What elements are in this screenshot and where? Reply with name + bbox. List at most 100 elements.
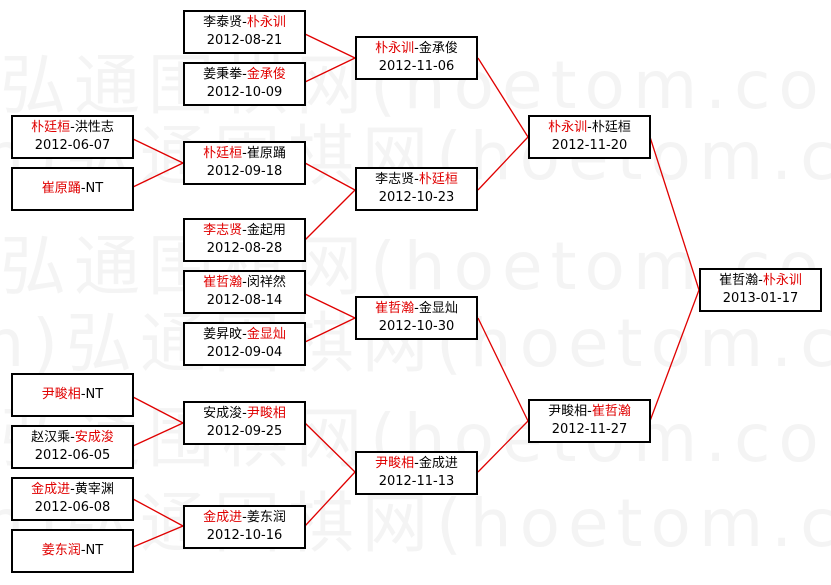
connector-line xyxy=(477,136,529,191)
separator: - xyxy=(80,543,86,558)
match-players: 尹畯相-金成进 xyxy=(357,455,476,473)
separator: - xyxy=(587,120,592,135)
match-box: 尹畯相-NT xyxy=(11,373,134,417)
separator: - xyxy=(414,456,419,471)
separator: - xyxy=(242,275,247,290)
separator: - xyxy=(587,404,592,419)
player-name: 金成进 xyxy=(418,456,458,471)
match-players: 李泰贤-朴永训 xyxy=(185,14,304,32)
separator: - xyxy=(70,430,75,445)
player-name: 李泰贤 xyxy=(203,15,243,30)
match-date: 2012-09-25 xyxy=(206,424,283,439)
separator: - xyxy=(242,406,247,421)
player-name: 朴永训 xyxy=(246,15,286,30)
match-players: 姜秉拳-金承俊 xyxy=(185,66,304,84)
separator: - xyxy=(758,273,763,288)
player-name: 崔哲瀚 xyxy=(375,301,415,316)
player-name: NT xyxy=(85,387,104,402)
match-box: 崔原踊-NT xyxy=(11,167,134,211)
connector-line xyxy=(304,162,356,191)
player-name: 金承俊 xyxy=(246,67,286,82)
match-date: 2012-08-21 xyxy=(206,33,283,48)
connector-line xyxy=(477,317,529,422)
player-name: 朴廷桓 xyxy=(31,120,71,135)
match-players: 李志贤-朴廷桓 xyxy=(357,171,476,189)
player-name: 姜昇旼 xyxy=(203,327,243,342)
connector-line xyxy=(304,293,356,319)
match-date: 2012-10-09 xyxy=(206,85,283,100)
player-name: 崔原踊 xyxy=(246,146,286,161)
player-name: 安成浚 xyxy=(74,430,114,445)
player-name: 朴廷桓 xyxy=(203,146,243,161)
player-name: 朴永训 xyxy=(762,273,802,288)
match-players: 金成进-黄宰渊 xyxy=(13,481,132,499)
match-players: 尹畯相-NT xyxy=(13,386,132,404)
separator: - xyxy=(242,15,247,30)
player-name: 金承俊 xyxy=(418,41,458,56)
separator: - xyxy=(242,223,247,238)
connector-line xyxy=(132,138,184,164)
player-name: NT xyxy=(85,543,104,558)
match-players: 崔哲瀚-朴永训 xyxy=(701,272,820,290)
match-players: 赵汉乘-安成浚 xyxy=(13,429,132,447)
player-name: 姜东润 xyxy=(246,510,286,525)
match-players: 朴廷桓-崔原踊 xyxy=(185,145,304,163)
separator: - xyxy=(70,120,75,135)
separator: - xyxy=(414,41,419,56)
match-players: 崔原踊-NT xyxy=(13,180,132,198)
player-name: 尹畯相 xyxy=(375,456,415,471)
player-name: 崔哲瀚 xyxy=(591,404,631,419)
player-name: 李志贤 xyxy=(375,172,415,187)
player-name: 金显灿 xyxy=(418,301,458,316)
player-name: 尹畯相 xyxy=(41,387,81,402)
player-name: 金成进 xyxy=(203,510,243,525)
match-players: 安成浚-尹畯相 xyxy=(185,405,304,423)
connector-line xyxy=(132,498,184,527)
match-date: 2012-11-06 xyxy=(378,59,455,74)
match-date: 2012-06-08 xyxy=(34,500,111,515)
separator: - xyxy=(242,510,247,525)
match-date: 2012-09-04 xyxy=(206,345,283,360)
player-name: 闵祥然 xyxy=(246,275,286,290)
connector-line xyxy=(649,289,700,422)
match-date: 2012-10-16 xyxy=(206,528,283,543)
match-date: 2012-06-05 xyxy=(34,448,111,463)
match-date: 2012-10-30 xyxy=(378,319,455,334)
player-name: NT xyxy=(85,181,104,196)
match-players: 朴永训-朴廷桓 xyxy=(530,119,649,137)
player-name: 金成进 xyxy=(31,482,71,497)
connector-line xyxy=(132,396,184,424)
separator: - xyxy=(242,327,247,342)
player-name: 姜秉拳 xyxy=(203,67,243,82)
match-date: 2012-09-18 xyxy=(206,164,283,179)
separator: - xyxy=(80,181,86,196)
player-name: 金显灿 xyxy=(246,327,286,342)
match-date: 2012-08-14 xyxy=(206,293,283,308)
match-players: 金成进-姜东润 xyxy=(185,509,304,527)
connector-line xyxy=(132,422,184,447)
match-players: 崔哲瀚-闵祥然 xyxy=(185,274,304,292)
connector-line xyxy=(649,136,700,291)
player-name: 姜东润 xyxy=(41,543,81,558)
match-date: 2012-10-23 xyxy=(378,190,455,205)
player-name: 赵汉乘 xyxy=(31,430,71,445)
match-date: 2012-11-13 xyxy=(378,474,455,489)
connector-line xyxy=(304,317,356,343)
match-players: 姜昇旼-金显灿 xyxy=(185,326,304,344)
connector-line xyxy=(477,420,529,473)
separator: - xyxy=(414,172,419,187)
